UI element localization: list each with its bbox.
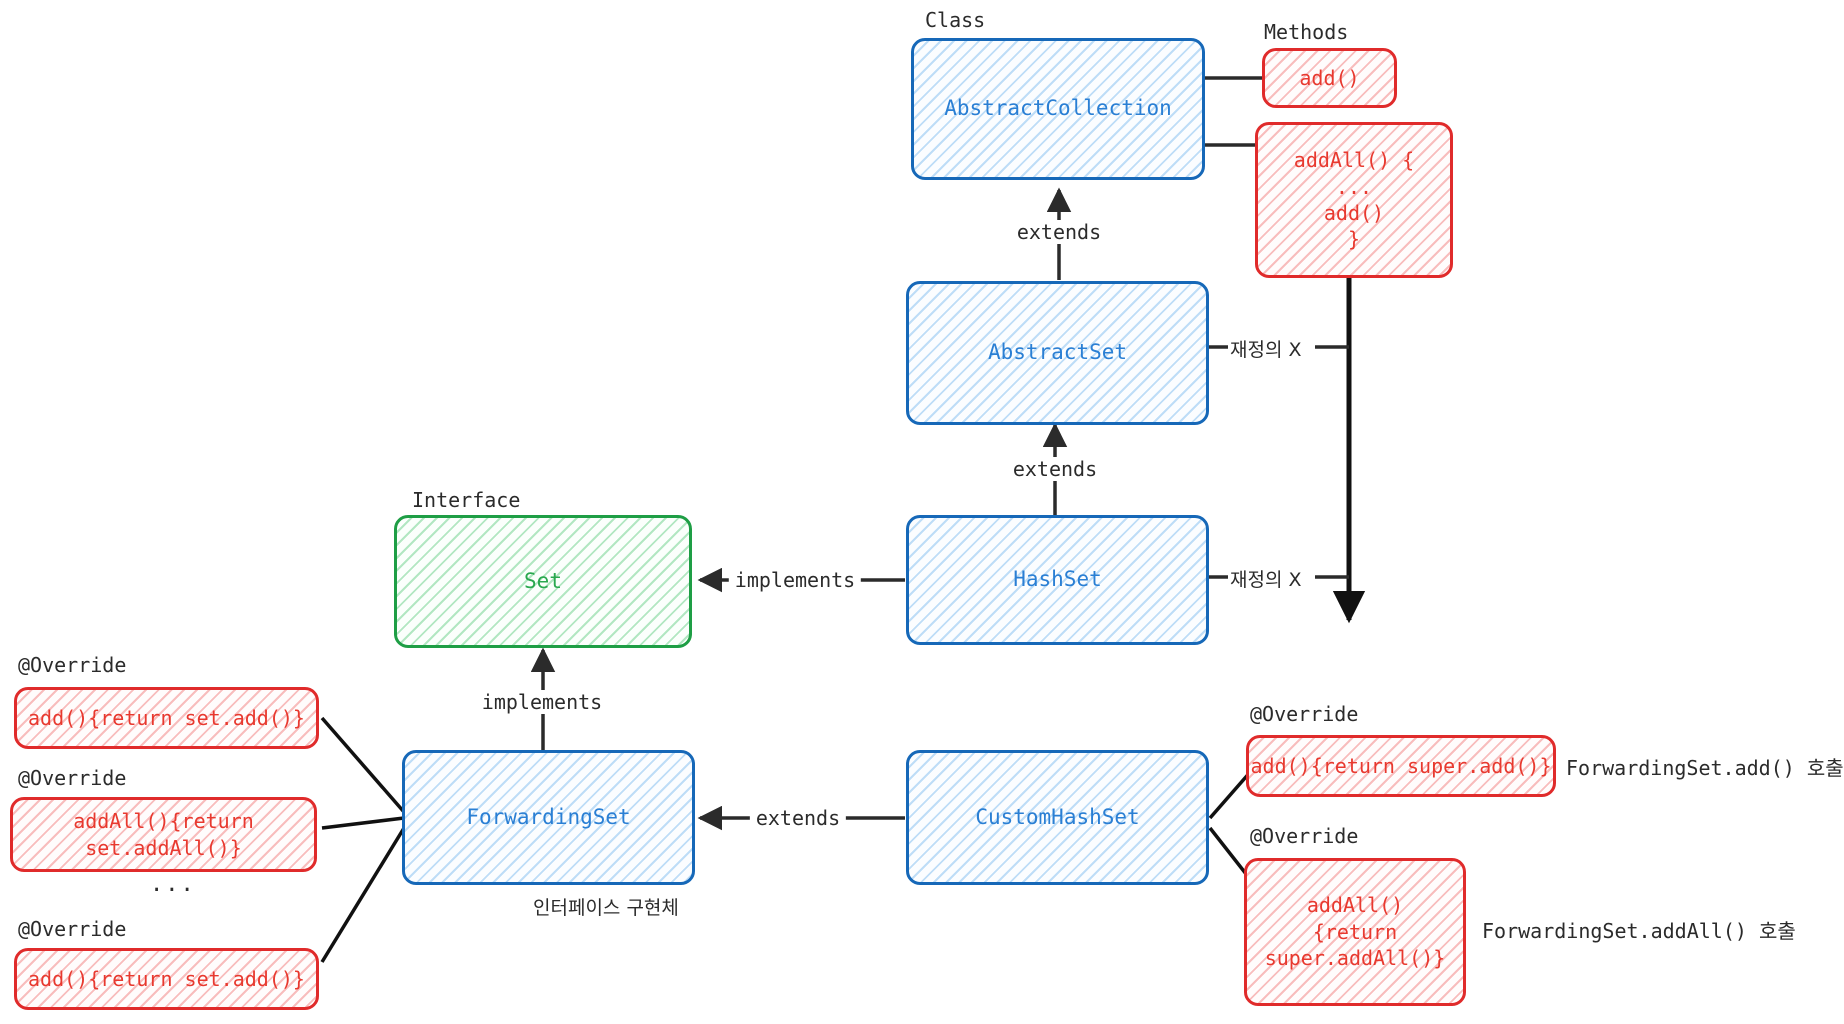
edge-label-no-override-2: 재정의 X (1230, 569, 1302, 591)
method-box-add-all-label: addAll() { ... add() } (1293, 148, 1415, 252)
override-label-2: @Override (18, 766, 127, 790)
node-abstract-collection[interactable]: AbstractCollection (911, 38, 1205, 180)
legend-class: Class (925, 8, 986, 32)
node-custom-hash-set[interactable]: CustomHashSet (906, 750, 1209, 885)
call-note-add-all: ForwardingSet.addAll() 호출 (1482, 919, 1796, 943)
node-abstract-collection-label: AbstractCollection (944, 96, 1172, 121)
node-set-interface[interactable]: Set (394, 515, 692, 648)
node-hash-set[interactable]: HashSet (906, 515, 1209, 645)
node-abstract-set-label: AbstractSet (987, 340, 1128, 365)
override-label-1: @Override (18, 653, 127, 677)
edge-fwdadd-to-forwardingset (320, 716, 406, 814)
edge-label-implements-1: implements (728, 568, 862, 592)
legend-interface: Interface (412, 488, 521, 512)
edge-label-implements-2: implements (473, 690, 611, 714)
ellipsis-left: ... (150, 872, 196, 897)
method-box-forwarding-add-2[interactable]: add(){return set.add()} (14, 948, 319, 1010)
method-box-custom-add-all[interactable]: addAll() {return super.addAll()} (1244, 858, 1466, 1006)
method-box-custom-add-label: add(){return super.add()} (1250, 753, 1552, 778)
method-box-add-all[interactable]: addAll() { ... add() } (1255, 122, 1453, 278)
edge-fwdadd2-to-forwardingset (320, 827, 406, 963)
method-box-forwarding-add-2-label: add(){return set.add()} (28, 966, 305, 991)
method-box-forwarding-add[interactable]: add(){return set.add()} (14, 687, 319, 749)
edge-label-no-override-1: 재정의 X (1230, 339, 1302, 361)
node-custom-hash-set-label: CustomHashSet (975, 804, 1140, 829)
method-box-custom-add[interactable]: add(){return super.add()} (1246, 735, 1556, 797)
call-note-add: ForwardingSet.add() 호출 (1566, 756, 1844, 780)
edge-fwdaddall-to-forwardingset (321, 816, 405, 830)
override-label-3: @Override (18, 917, 127, 941)
method-box-add[interactable]: add() (1262, 48, 1397, 108)
node-hash-set-label: HashSet (1013, 567, 1102, 592)
node-set-interface-label: Set (524, 568, 562, 593)
node-abstract-set[interactable]: AbstractSet (906, 281, 1209, 425)
method-box-forwarding-add-all-label: addAll(){return set.addAll()} (73, 809, 254, 860)
node-forwarding-set[interactable]: ForwardingSet (402, 750, 695, 885)
override-label-5: @Override (1250, 824, 1359, 848)
override-label-4: @Override (1250, 702, 1359, 726)
forwarding-set-caption: 인터페이스 구현체 (533, 897, 679, 919)
node-forwarding-set-label: ForwardingSet (466, 804, 631, 829)
edge-label-extends-1: extends (1010, 220, 1108, 244)
edge-label-extends-3: extends (749, 806, 847, 830)
edge-label-extends-2: extends (1006, 457, 1104, 481)
method-box-forwarding-add-all[interactable]: addAll(){return set.addAll()} (10, 797, 317, 872)
method-box-custom-add-all-label: addAll() {return super.addAll()} (1264, 893, 1446, 971)
method-box-forwarding-add-label: add(){return set.add()} (28, 705, 305, 730)
legend-methods: Methods (1264, 20, 1349, 44)
method-box-add-label: add() (1299, 65, 1360, 90)
